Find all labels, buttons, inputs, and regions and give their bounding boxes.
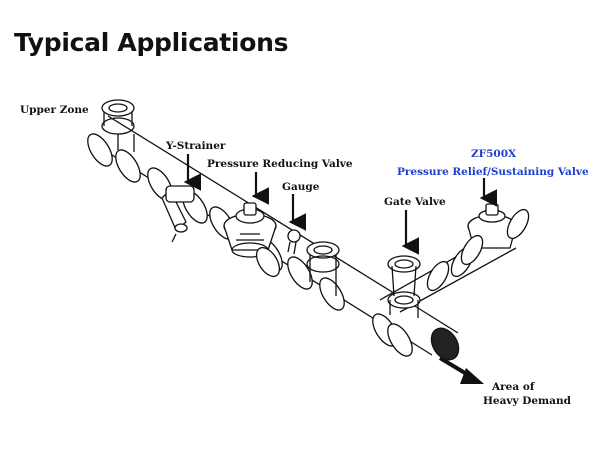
label-gate-valve: Gate Valve [384,196,446,208]
gauge [287,229,301,255]
label-gauge: Gauge [282,181,320,193]
label-demand-line1: Area of [492,381,535,393]
main-flanges [87,133,413,357]
label-model: ZF500X [471,148,517,160]
main-pipe-end [430,327,460,361]
label-y-strainer: Y-Strainer [166,140,226,152]
upper-zone-inlet [101,99,135,135]
label-pressure-reducing-valve: Pressure Reducing Valve [207,158,353,170]
riser-tee-1 [117,134,135,152]
y-strainer [161,185,195,243]
outlet-arrow-icon [438,356,484,384]
relief-sustaining-valve [460,203,530,266]
label-demand-line2: Heavy Demand [483,395,571,407]
pressure-reducing-valve [223,202,281,278]
label-pressure-relief: Pressure Relief/Sustaining Valve [397,166,589,178]
riser-tee-2 [306,241,340,296]
page-title: Typical Applications [14,28,289,57]
label-upper-zone: Upper Zone [20,104,89,116]
